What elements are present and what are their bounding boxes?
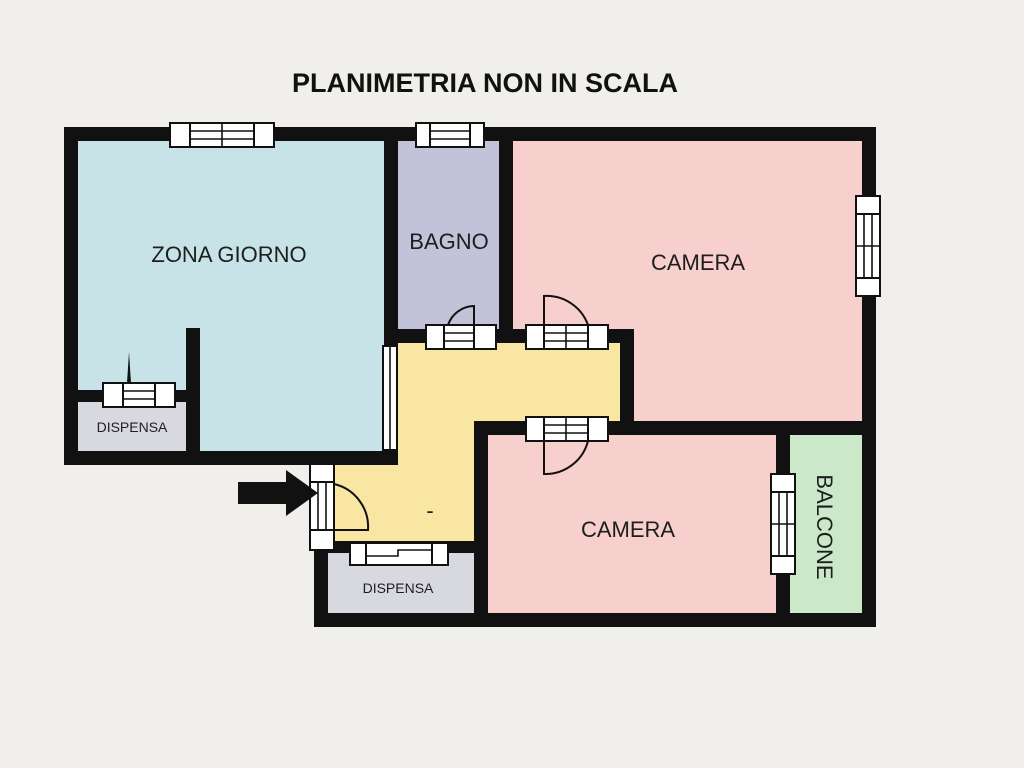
door-bagno [425,304,497,350]
door-camera-bottom [525,416,609,476]
label-dispensa-left: DISPENSA [97,419,168,435]
window-dispensa-bottom [349,542,449,566]
label-camera-top: CAMERA [651,250,745,275]
room-labels: ZONA GIORNO BAGNO CAMERA CAMERA - BALCON… [97,229,837,596]
label-zona-giorno: ZONA GIORNO [151,242,306,267]
room-fills [72,135,866,620]
window-zona-giorno [169,122,275,148]
door-entrance [309,463,370,551]
door-dispensa-left [102,352,176,408]
window-camera-top [855,195,881,297]
label-dispensa-bottom: DISPENSA [363,580,434,596]
window-bagno [415,122,485,148]
door-camera-top [525,294,609,350]
plan-title: PLANIMETRIA NON IN SCALA [292,68,678,98]
room-camera-top [505,135,866,428]
room-balcone [783,428,866,620]
label-camera-bottom: CAMERA [581,517,675,542]
doors [102,294,609,551]
room-bagno [390,135,505,335]
window-balcone [770,473,796,575]
room-zona-giorno [72,135,390,458]
label-bagno: BAGNO [409,229,488,254]
label-balcone: BALCONE [812,474,837,579]
entrance-arrow-icon [238,470,318,516]
window-corridor [382,345,398,451]
room-camera-bottom [480,428,783,620]
windows [169,122,881,575]
label-corridor: - [426,498,433,523]
